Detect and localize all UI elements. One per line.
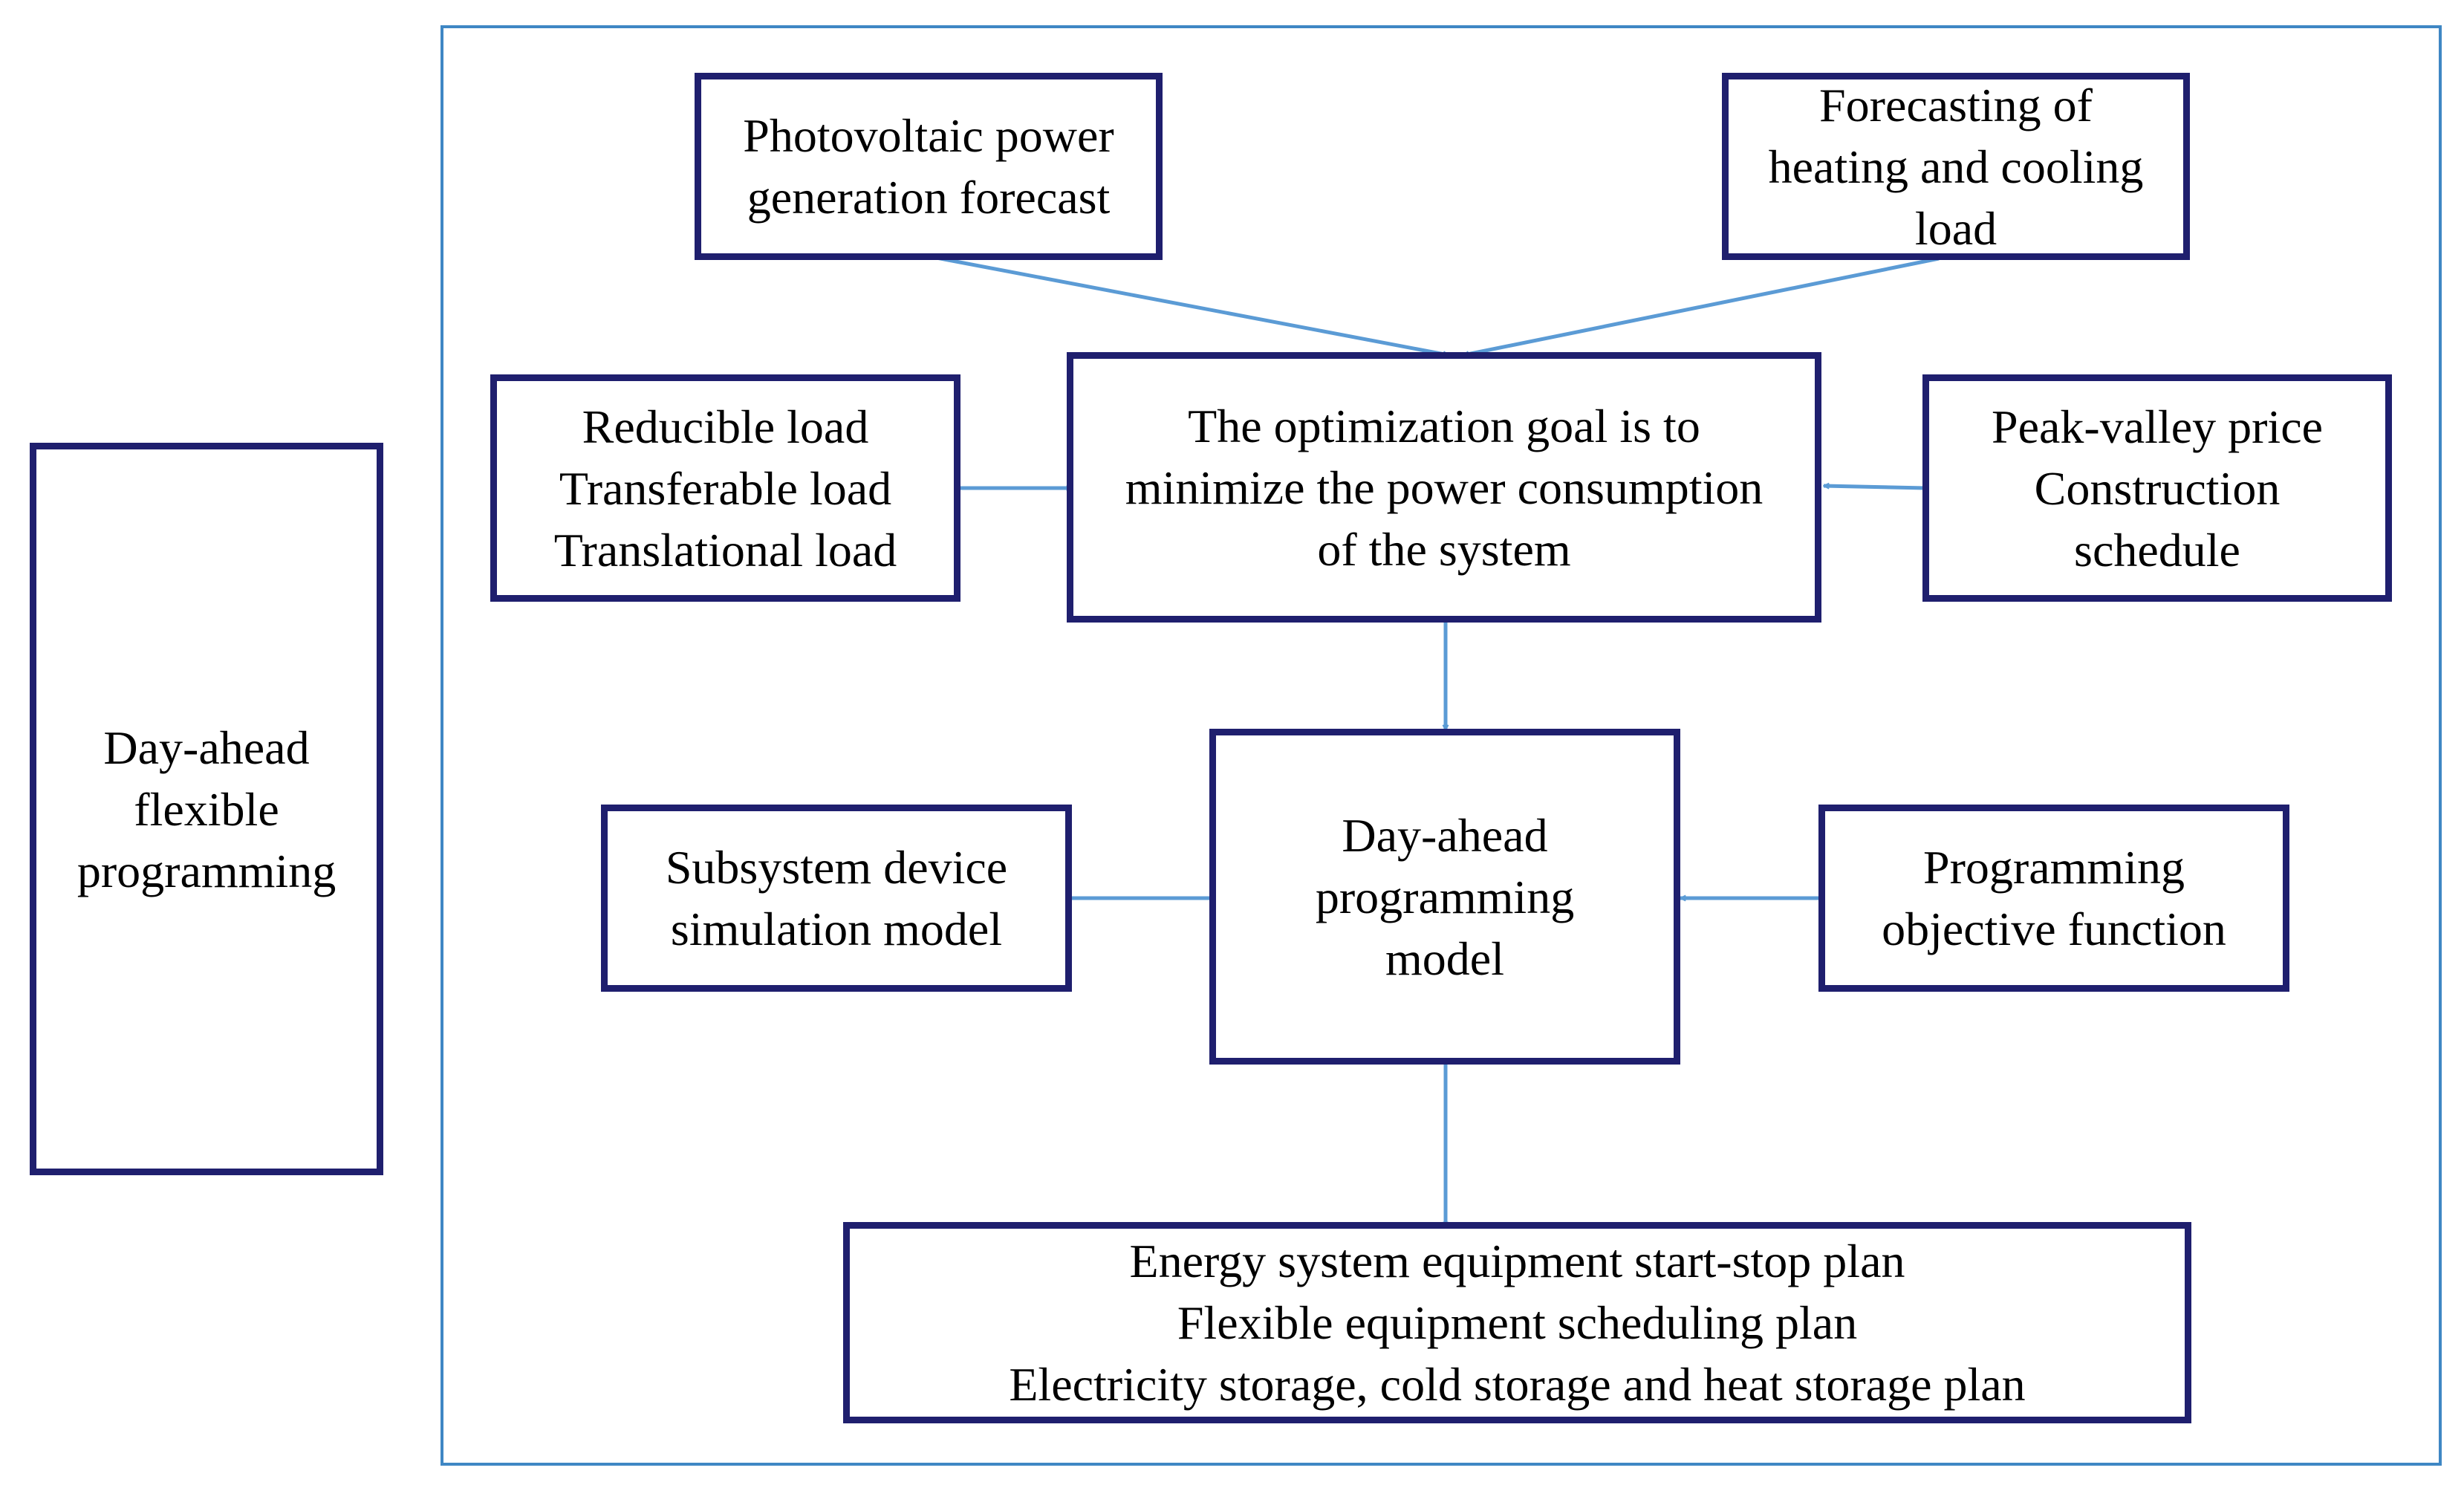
diagram-frame: [441, 25, 2442, 1466]
price-line-2: Construction: [2034, 461, 2281, 515]
load-forecast-line-1: Forecasting of: [1819, 78, 2093, 131]
load-forecast-box: Forecasting of heating and cooling load: [1722, 73, 2190, 260]
output-plans-box: Energy system equipment start-stop plan …: [843, 1222, 2191, 1423]
load-forecast-line-3: load: [1914, 201, 1997, 255]
subsystem-line-2: simulation model: [670, 903, 1003, 955]
subsystem-line-1: Subsystem device: [665, 841, 1008, 894]
goal-line-2: minimize the power consumption: [1125, 461, 1764, 514]
loads-line-3: Translational load: [553, 523, 897, 576]
loads-line-1: Reducible load: [582, 400, 869, 453]
loads-line-2: Transferable load: [559, 461, 892, 515]
objective-function-box: Programming objective function: [1818, 805, 2289, 992]
side-box-line-3: programming: [77, 844, 337, 897]
arrow-pv-to-goal: [928, 254, 1449, 355]
arrow-price-to-goal: [1824, 486, 1926, 490]
model-line-1: Day-ahead: [1342, 808, 1548, 862]
output-line-3: Electricity storage, cold storage and he…: [1009, 1358, 2026, 1411]
optimization-goal-box: The optimization goal is to minimize the…: [1067, 352, 1821, 623]
subsystem-model-box: Subsystem device simulation model: [601, 805, 1072, 992]
model-line-3: model: [1385, 932, 1504, 985]
price-schedule-box: Peak-valley price Construction schedule: [1922, 374, 2392, 602]
goal-line-3: of the system: [1317, 522, 1571, 576]
day-ahead-programming-model-box: Day-ahead programming model: [1209, 729, 1680, 1065]
pv-forecast-line-2: generation forecast: [747, 171, 1111, 224]
day-ahead-flexible-programming-box: Day-ahead flexible programming: [30, 443, 383, 1175]
arrow-loadforecast-to-goal: [1463, 256, 1940, 355]
side-box-line-2: flexible: [134, 782, 279, 836]
goal-line-1: The optimization goal is to: [1188, 399, 1700, 452]
price-line-3: schedule: [2074, 523, 2240, 576]
loads-box: Reducible load Transferable load Transla…: [490, 374, 960, 602]
objective-line-1: Programming: [1923, 841, 2185, 894]
objective-line-2: objective function: [1882, 903, 2226, 955]
price-line-1: Peak-valley price: [1992, 400, 2323, 453]
load-forecast-line-2: heating and cooling: [1768, 140, 2144, 193]
side-box-line-1: Day-ahead: [103, 721, 310, 774]
pv-forecast-line-1: Photovoltaic power: [743, 109, 1114, 162]
pv-forecast-box: Photovoltaic power generation forecast: [695, 73, 1163, 260]
output-line-1: Energy system equipment start-stop plan: [1129, 1235, 1905, 1287]
output-line-2: Flexible equipment scheduling plan: [1177, 1296, 1858, 1349]
model-line-2: programming: [1315, 870, 1575, 923]
